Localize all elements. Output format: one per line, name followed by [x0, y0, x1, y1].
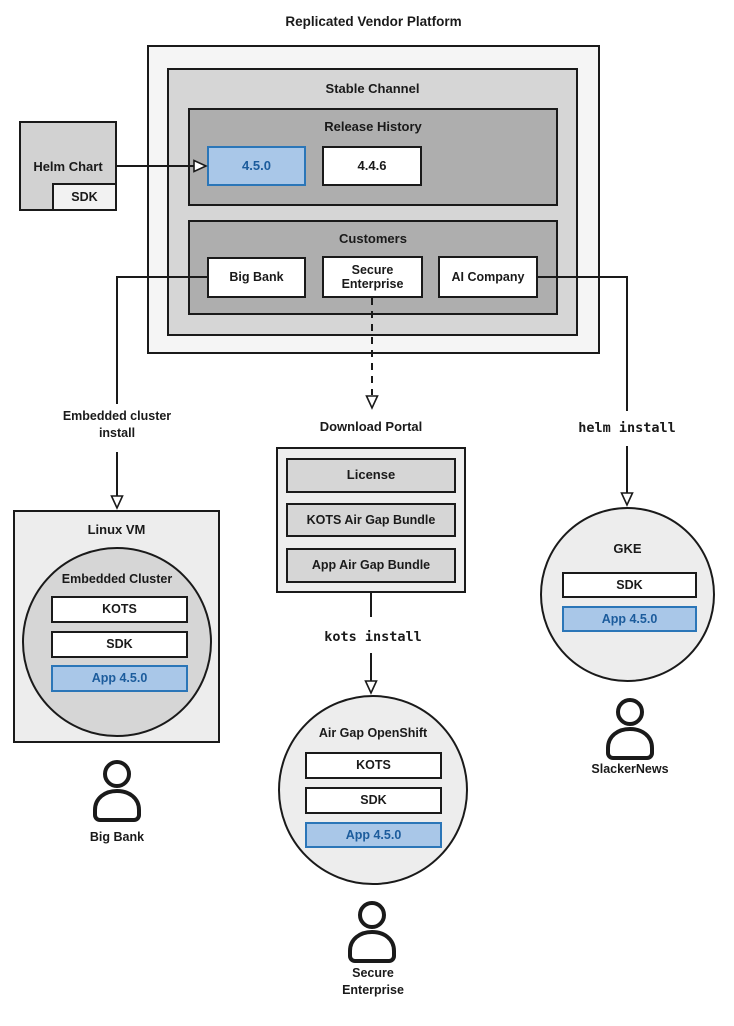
release-box-450: 4.5.0	[207, 146, 306, 186]
gke-label: GKE	[613, 541, 642, 556]
stable-channel-label: Stable Channel	[325, 81, 420, 96]
linux-vm-box: Linux VM Embedded Cluster KOTS SDK App 4…	[13, 510, 220, 743]
download-portal-arrowhead	[365, 395, 379, 410]
customers-container: Customers Big Bank Secure Enterprise AI …	[188, 220, 558, 315]
right-sdk-box: SDK	[562, 572, 697, 598]
embedded-install-arrowhead	[110, 495, 124, 510]
slackernews-user-label: SlackerNews	[591, 762, 669, 776]
app-airgap-bundle-box: App Air Gap Bundle	[286, 548, 456, 583]
left-kots-box: KOTS	[51, 596, 188, 623]
embedded-cluster-circle: Embedded Cluster KOTS SDK App 4.5.0	[22, 547, 212, 737]
secure-enterprise-user-label: Secure Enterprise	[342, 966, 404, 997]
customer-box-secure-enterprise: Secure Enterprise	[322, 256, 423, 298]
right-app-box: App 4.5.0	[562, 606, 697, 632]
release-box-446: 4.4.6	[322, 146, 422, 186]
secure-enterprise-user-icon	[348, 901, 396, 963]
helm-install-arrowhead	[620, 492, 634, 507]
vendor-platform-container: Stable Channel Release History 4.5.0 4.4…	[147, 45, 600, 354]
airgap-openshift-circle: Air Gap OpenShift KOTS SDK App 4.5.0	[278, 695, 468, 885]
download-portal-label: Download Portal	[319, 419, 423, 434]
airgap-openshift-label: Air Gap OpenShift	[318, 726, 428, 740]
helm-chart-label: Helm Chart	[33, 159, 103, 174]
stable-channel-container: Stable Channel Release History 4.5.0 4.4…	[167, 68, 578, 336]
release-history-label: Release History	[324, 119, 422, 134]
embedded-install-label: Embedded cluster install	[62, 409, 172, 440]
left-app-box: App 4.5.0	[51, 665, 188, 692]
kots-install-arrowhead	[364, 680, 378, 695]
left-sdk-box: SDK	[51, 631, 188, 658]
middle-app-box: App 4.5.0	[305, 822, 442, 848]
release-history-container: Release History 4.5.0 4.4.6	[188, 108, 558, 206]
slackernews-user-icon	[606, 698, 654, 760]
big-bank-user-label: Big Bank	[89, 830, 145, 844]
helm-chart-box: Helm Chart SDK	[19, 121, 117, 211]
linux-vm-label: Linux VM	[87, 522, 146, 537]
middle-kots-box: KOTS	[305, 752, 442, 779]
kots-install-command-label: kots install	[324, 629, 422, 645]
gke-circle: GKE SDK App 4.5.0	[540, 507, 715, 682]
helm-install-command-label: helm install	[578, 420, 676, 436]
big-bank-user-icon	[93, 760, 141, 822]
customers-label: Customers	[339, 231, 407, 246]
download-portal-box: License KOTS Air Gap Bundle App Air Gap …	[276, 447, 466, 593]
customer-box-big-bank: Big Bank	[207, 257, 306, 298]
kots-airgap-bundle-box: KOTS Air Gap Bundle	[286, 503, 456, 537]
middle-sdk-box: SDK	[305, 787, 442, 814]
customer-box-ai-company: AI Company	[438, 256, 538, 298]
license-box: License	[286, 458, 456, 493]
helm-chart-sdk-box: SDK	[52, 183, 117, 211]
diagram-title: Replicated Vendor Platform	[285, 14, 462, 29]
embedded-cluster-label: Embedded Cluster	[61, 572, 173, 586]
